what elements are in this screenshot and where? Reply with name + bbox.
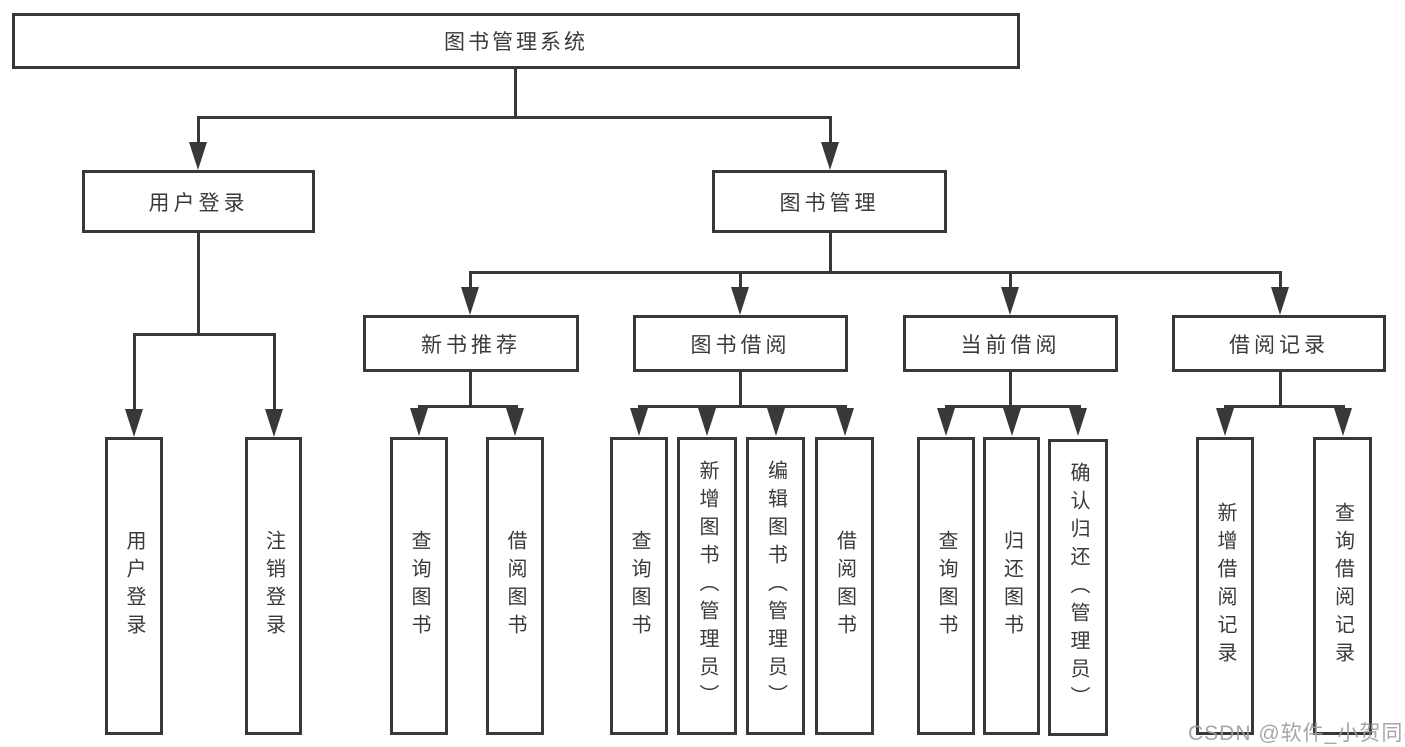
connector-line <box>1009 372 1012 408</box>
connector-line <box>469 271 1282 274</box>
connector-arrow-down <box>698 408 716 436</box>
node-label: 借阅记录 <box>1229 333 1329 357</box>
node-borrowing-query-books: 查询图书 <box>610 437 668 735</box>
connector-line <box>273 334 276 411</box>
connector-arrow-down <box>1069 408 1087 436</box>
node-label: 借阅图书 <box>504 530 526 642</box>
connector-line <box>1279 372 1282 408</box>
node-label: 新书推荐 <box>421 333 521 357</box>
connector-arrow-down <box>1334 408 1352 436</box>
node-label: 确认归还（管理员） <box>1067 461 1089 714</box>
connector-line <box>418 405 518 408</box>
connector-line <box>197 117 200 145</box>
node-borrowing-records: 借阅记录 <box>1172 315 1386 372</box>
node-label: 查询图书 <box>408 530 430 642</box>
node-label: 查询借阅记录 <box>1331 502 1354 670</box>
connector-line <box>469 372 472 408</box>
connector-arrow-down <box>461 287 479 315</box>
node-book-borrowing: 图书借阅 <box>633 315 848 372</box>
connector-line <box>514 69 517 119</box>
connector-arrow-down <box>767 408 785 436</box>
node-query-borrow-record: 查询借阅记录 <box>1313 437 1372 735</box>
node-current-borrowing: 当前借阅 <box>903 315 1118 372</box>
connector-line <box>1009 272 1012 289</box>
connector-arrow-down <box>125 409 143 437</box>
connector-arrow-down <box>1271 287 1289 315</box>
node-recommend-query-books: 查询图书 <box>390 437 448 735</box>
node-label: 图书管理系统 <box>444 31 588 54</box>
node-label: 编辑图书（管理员） <box>764 460 787 712</box>
connector-arrow-down <box>731 287 749 315</box>
node-label: 新增借阅记录 <box>1214 502 1236 670</box>
node-label: 图书借阅 <box>690 333 791 357</box>
connector-line <box>829 117 832 145</box>
node-book-management: 图书管理 <box>712 170 947 233</box>
node-label: 借阅图书 <box>833 530 856 642</box>
connector-line <box>638 405 847 408</box>
connector-arrow-down <box>265 409 283 437</box>
node-label: 归还图书 <box>1000 530 1023 642</box>
connector-arrow-down <box>1001 287 1019 315</box>
connector-arrow-down <box>630 408 648 436</box>
node-label: 查询图书 <box>628 530 650 642</box>
node-label: 用户登录 <box>123 530 145 642</box>
connector-arrow-down <box>506 408 524 436</box>
connector-line <box>469 272 472 289</box>
node-label: 当前借阅 <box>960 333 1061 357</box>
connector-arrow-down <box>821 142 839 170</box>
connector-line <box>739 272 742 289</box>
node-user-login: 用户登录 <box>82 170 315 233</box>
node-logout-login: 注销登录 <box>245 437 302 735</box>
node-new-book-recommendation: 新书推荐 <box>363 315 579 372</box>
node-user-login-leaf: 用户登录 <box>105 437 163 735</box>
node-borrowing-borrow-books: 借阅图书 <box>815 437 874 735</box>
node-label: 新增图书（管理员） <box>696 460 718 712</box>
node-label: 图书管理 <box>779 191 880 215</box>
node-return-books: 归还图书 <box>983 437 1040 735</box>
node-label: 注销登录 <box>262 530 285 642</box>
node-edit-books-admin: 编辑图书（管理员） <box>746 437 805 735</box>
node-library-management-system: 图书管理系统 <box>12 13 1020 69</box>
node-label: 用户登录 <box>148 191 249 215</box>
connector-line <box>739 372 742 408</box>
node-confirm-return-admin: 确认归还（管理员） <box>1048 439 1108 736</box>
node-add-books-admin: 新增图书（管理员） <box>677 437 737 735</box>
node-current-query-books: 查询图书 <box>917 437 975 735</box>
csdn-watermark: CSDN @软件_小贺同学 <box>1188 722 1405 745</box>
node-label: 查询图书 <box>935 530 957 642</box>
connector-arrow-down <box>1216 408 1234 436</box>
connector-arrow-down <box>1003 408 1021 436</box>
node-add-borrow-record: 新增借阅记录 <box>1196 437 1254 735</box>
connector-arrow-down <box>937 408 955 436</box>
connector-arrow-down <box>189 142 207 170</box>
connector-line <box>133 333 276 336</box>
connector-line <box>829 233 832 274</box>
connector-line <box>197 116 832 119</box>
connector-line <box>945 405 1081 408</box>
connector-arrow-down <box>836 408 854 436</box>
connector-line <box>1224 405 1345 408</box>
node-recommend-borrow-books: 借阅图书 <box>486 437 544 735</box>
connector-arrow-down <box>410 408 428 436</box>
connector-line <box>197 233 200 336</box>
connector-line <box>1279 272 1282 289</box>
connector-line <box>133 334 136 411</box>
